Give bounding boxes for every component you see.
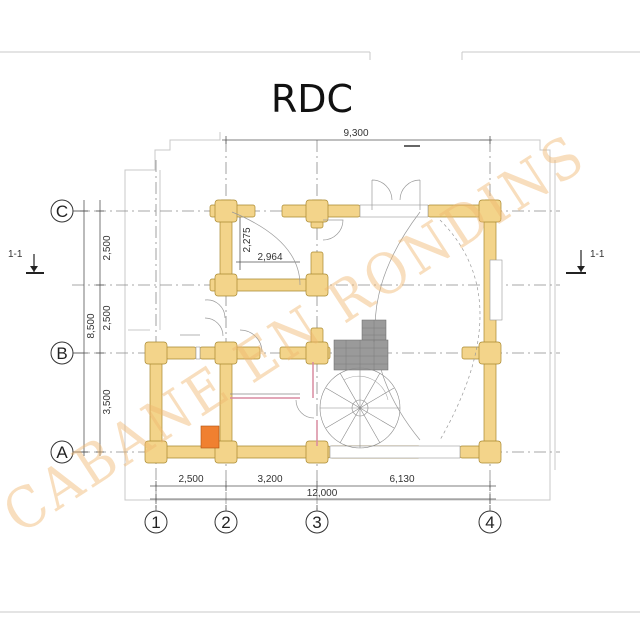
log-corner [478, 440, 502, 464]
axis-label-2: 2 [221, 513, 230, 532]
axis-label-3: 3 [312, 513, 321, 532]
dim-bottom-segment-3: 6,130 [389, 474, 414, 485]
axis-bubble-4: 4 [478, 510, 502, 534]
axis-label-a: A [56, 443, 68, 462]
section-mark-right: 1-1 [566, 249, 605, 274]
log-corner [144, 341, 168, 365]
log-corner [214, 199, 238, 223]
dim-vertical-overall: 8,500 [86, 313, 97, 338]
axis-bubble-1: 1 [144, 510, 168, 534]
axis-label-c: C [56, 202, 68, 221]
dimension-lines [80, 136, 496, 504]
section-mark-right-label: 1-1 [590, 249, 605, 260]
log-corner [214, 341, 238, 365]
axis-label-4: 4 [485, 513, 494, 532]
axis-label-b: B [56, 344, 67, 363]
window-opening [195, 346, 201, 360]
stove [200, 425, 220, 449]
dim-bottom-segment-1: 2,500 [178, 474, 203, 485]
log-corner [305, 273, 329, 297]
log-corner [214, 273, 238, 297]
log-corner [305, 199, 329, 223]
log-walls [144, 199, 503, 464]
axis-bubble-a: A [50, 440, 74, 464]
dim-bottom-segment-2: 3,200 [257, 474, 282, 485]
dim-vertical-segment-1: 2,500 [102, 235, 113, 260]
dim-vertical-segment-2: 2,500 [102, 305, 113, 330]
dim-top-overall: 9,300 [343, 128, 368, 139]
dim-vertical-segment-3: 3,500 [102, 389, 113, 414]
section-mark-left-label: 1-1 [8, 249, 23, 260]
page-title: RDC [271, 77, 353, 121]
log-corner [305, 341, 329, 365]
window-opening [489, 259, 503, 321]
log-corner [478, 199, 502, 223]
axis-leader-lines [73, 210, 491, 511]
log-corner [144, 440, 168, 464]
axis-bubble-2: 2 [214, 510, 238, 534]
axis-bubble-3: 3 [305, 510, 329, 534]
frame-lines [0, 51, 640, 613]
dim-inner-height: 2,275 [242, 227, 253, 252]
window-opening [359, 204, 429, 218]
section-mark-left: 1-1 [8, 249, 44, 274]
fireplace [333, 319, 389, 371]
window-opening [329, 445, 461, 459]
axis-bubble-c: C [50, 199, 74, 223]
partitions [230, 362, 318, 446]
spiral-staircase [319, 367, 401, 449]
dim-bottom-overall: 12,000 [307, 488, 338, 499]
dim-inner-width: 2,964 [257, 252, 282, 263]
axis-label-1: 1 [151, 513, 160, 532]
log-corner [214, 440, 238, 464]
axis-bubble-b: B [50, 341, 74, 365]
log-corner [478, 341, 502, 365]
